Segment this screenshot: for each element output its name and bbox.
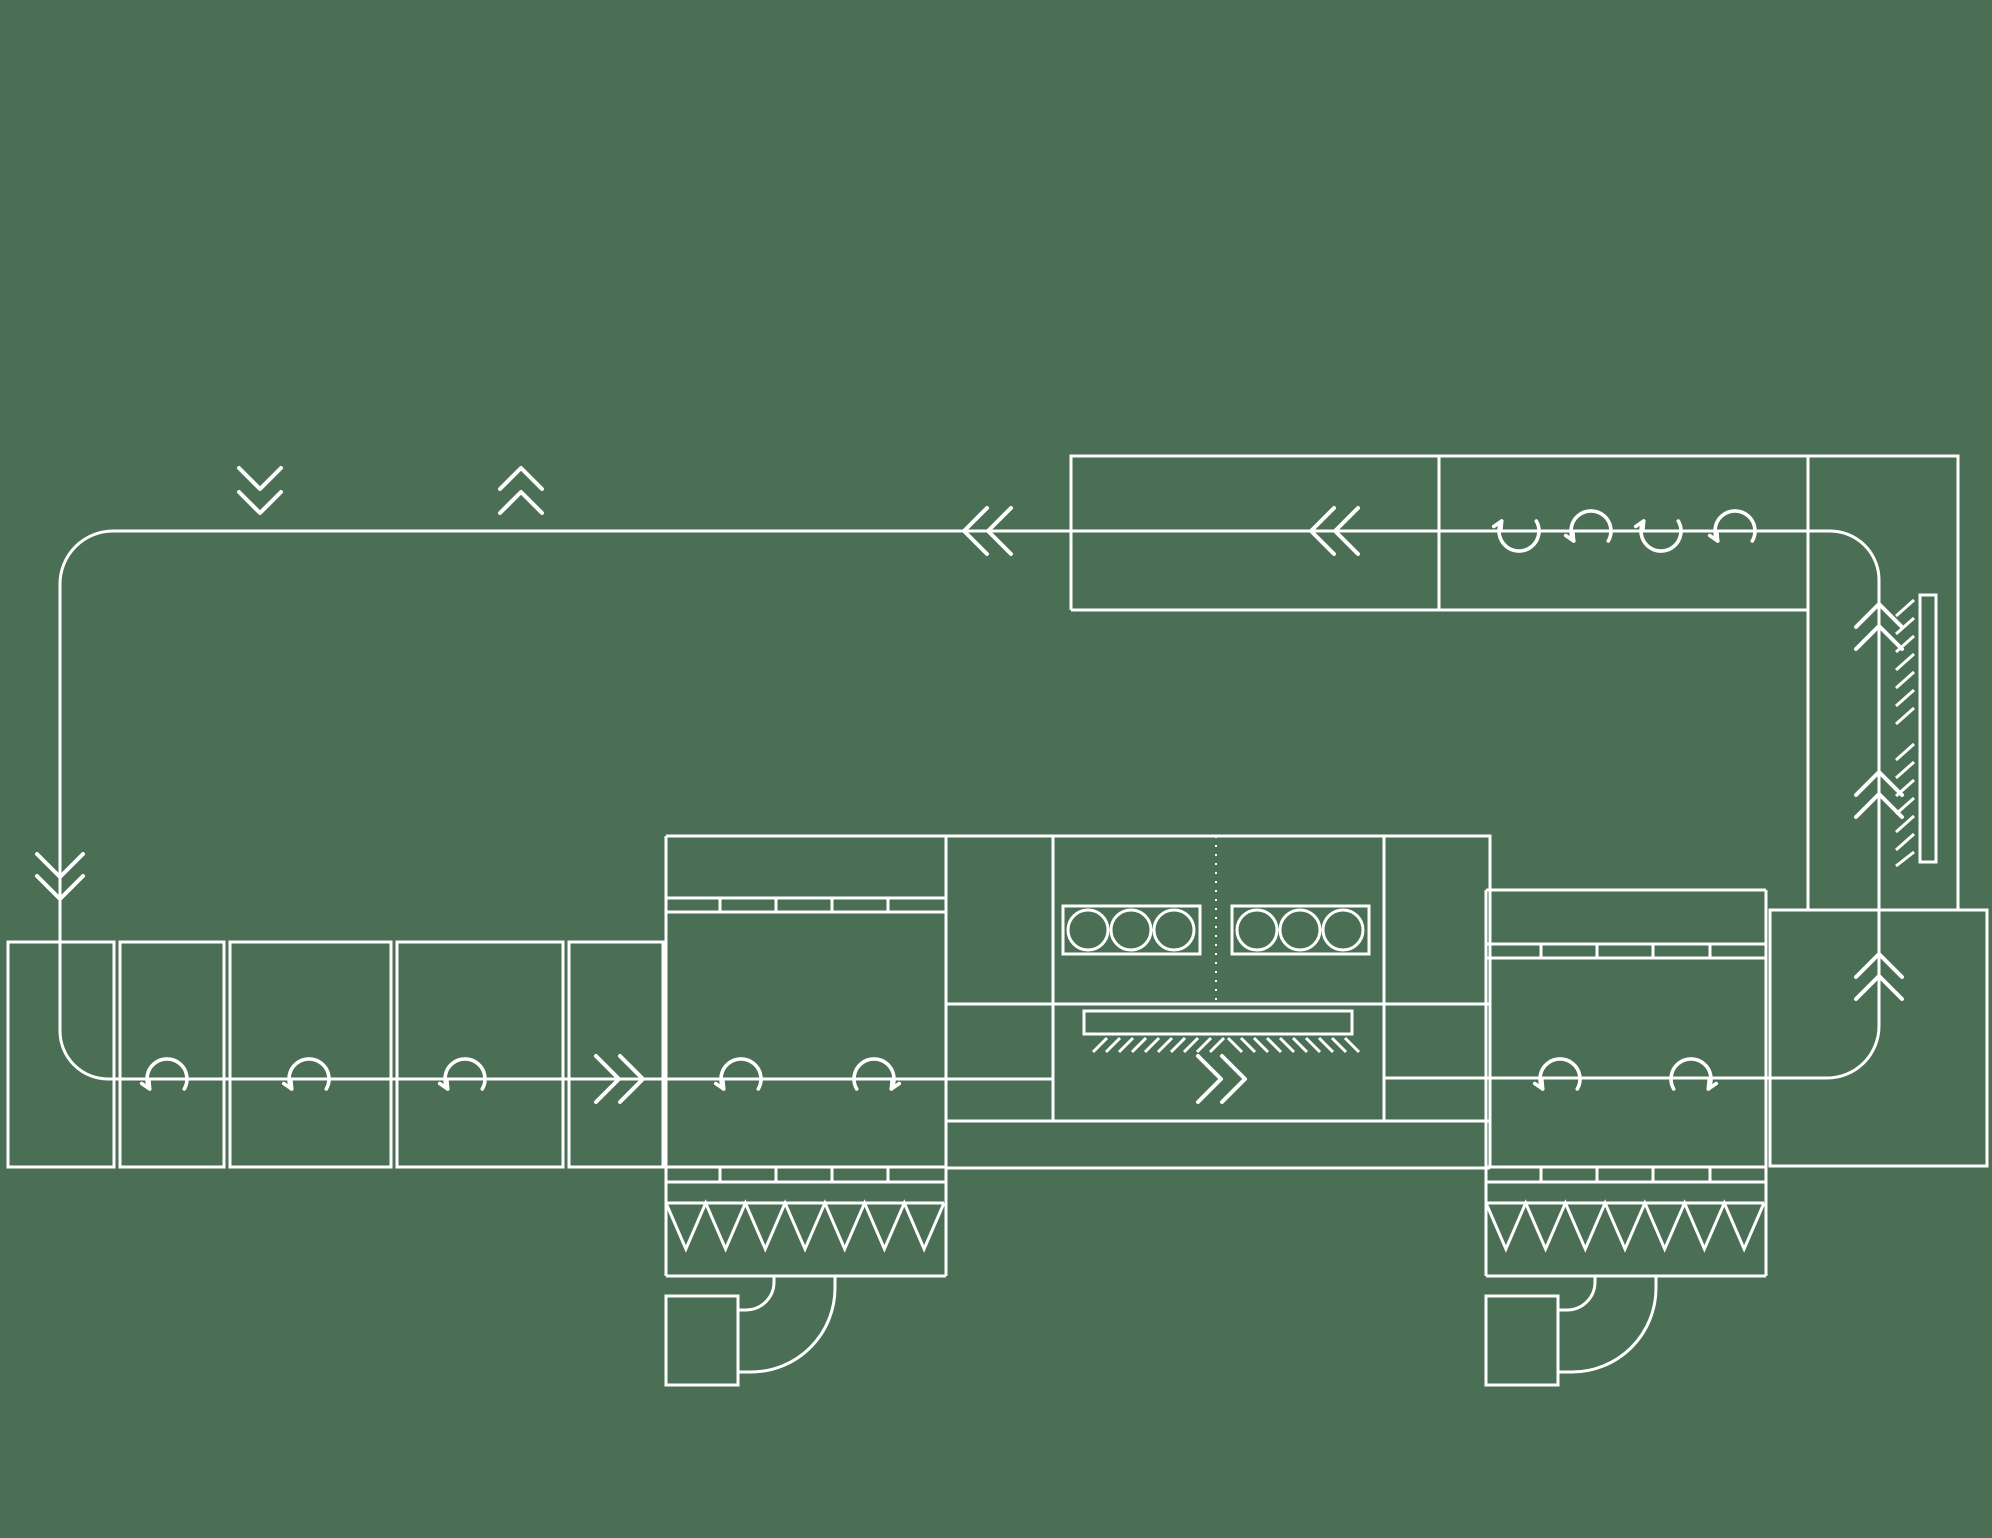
drain-elbow-duct [666, 1276, 835, 1385]
cell [230, 942, 391, 1167]
burner-bank [1063, 906, 1200, 954]
washer-rotor-icon [852, 1057, 902, 1091]
washer-right-walls [1486, 890, 1766, 1276]
oven-center [946, 836, 1490, 1168]
rotor-rotation-icon [437, 1057, 487, 1091]
drain-elbow-duct [1486, 1276, 1656, 1385]
air-exhaust-up-chevron-icon [500, 468, 542, 513]
rotor-rotation-icon [139, 1057, 189, 1091]
burner-icon [1068, 910, 1108, 950]
washer-rotor-icon [713, 1057, 763, 1091]
burner-icon [1111, 910, 1151, 950]
oven-frame [946, 836, 1490, 1168]
washer-right-top-band [1486, 944, 1766, 958]
washer-rotor-icon [1669, 1057, 1719, 1091]
fan-rotation-icon [1633, 519, 1683, 553]
fan-rotation-icon [1491, 519, 1541, 553]
cell [397, 942, 563, 1167]
air-intake-down-chevron-icon [239, 468, 281, 513]
washer-right [1486, 890, 1766, 1385]
duct-supply-line [60, 531, 1879, 1078]
fan-housing [1071, 456, 1958, 910]
fan-housing-outline [1071, 456, 1958, 910]
duct-return-line [60, 584, 1053, 1079]
pump-box [1486, 1296, 1558, 1385]
oven-chamber-walls [1053, 836, 1384, 1121]
washer-left-bottom-band [666, 1167, 946, 1182]
cell [120, 942, 224, 1167]
burner-icon [1280, 910, 1320, 950]
heater-hatching [1896, 600, 1914, 866]
cell [569, 942, 663, 1167]
washer-left-zigzag-filter [666, 1203, 944, 1249]
return-plenum [1770, 910, 1987, 1166]
burner-icon [1323, 910, 1363, 950]
washer-left [666, 836, 946, 1385]
fan-rotation-icon [1707, 509, 1757, 543]
return-plenum-box [1770, 910, 1987, 1166]
washer-right-zigzag-filter [1486, 1203, 1764, 1249]
heater-strip [1920, 595, 1936, 862]
washer-rotor-icon [1532, 1057, 1582, 1091]
burner-icon [1237, 910, 1277, 950]
recirculation-duct [35, 468, 1879, 1079]
conveyor-right-chevron-icon [1196, 1054, 1247, 1104]
heater-riser-column [1854, 595, 1936, 866]
washer-left-top-band [666, 898, 946, 912]
burner-bank [1232, 906, 1369, 954]
pump-box [666, 1296, 738, 1385]
cell [8, 942, 114, 1167]
washer-left-walls [666, 836, 946, 1276]
cell-row [8, 942, 663, 1167]
hearth-plate-hatching [1093, 1038, 1359, 1052]
burner-icon [1154, 910, 1194, 950]
fan-rotation-icon [1563, 509, 1613, 543]
washer-right-bottom-band [1486, 1167, 1766, 1182]
rotor-rotation-icon [281, 1057, 331, 1091]
hearth-plate [1084, 1011, 1352, 1034]
